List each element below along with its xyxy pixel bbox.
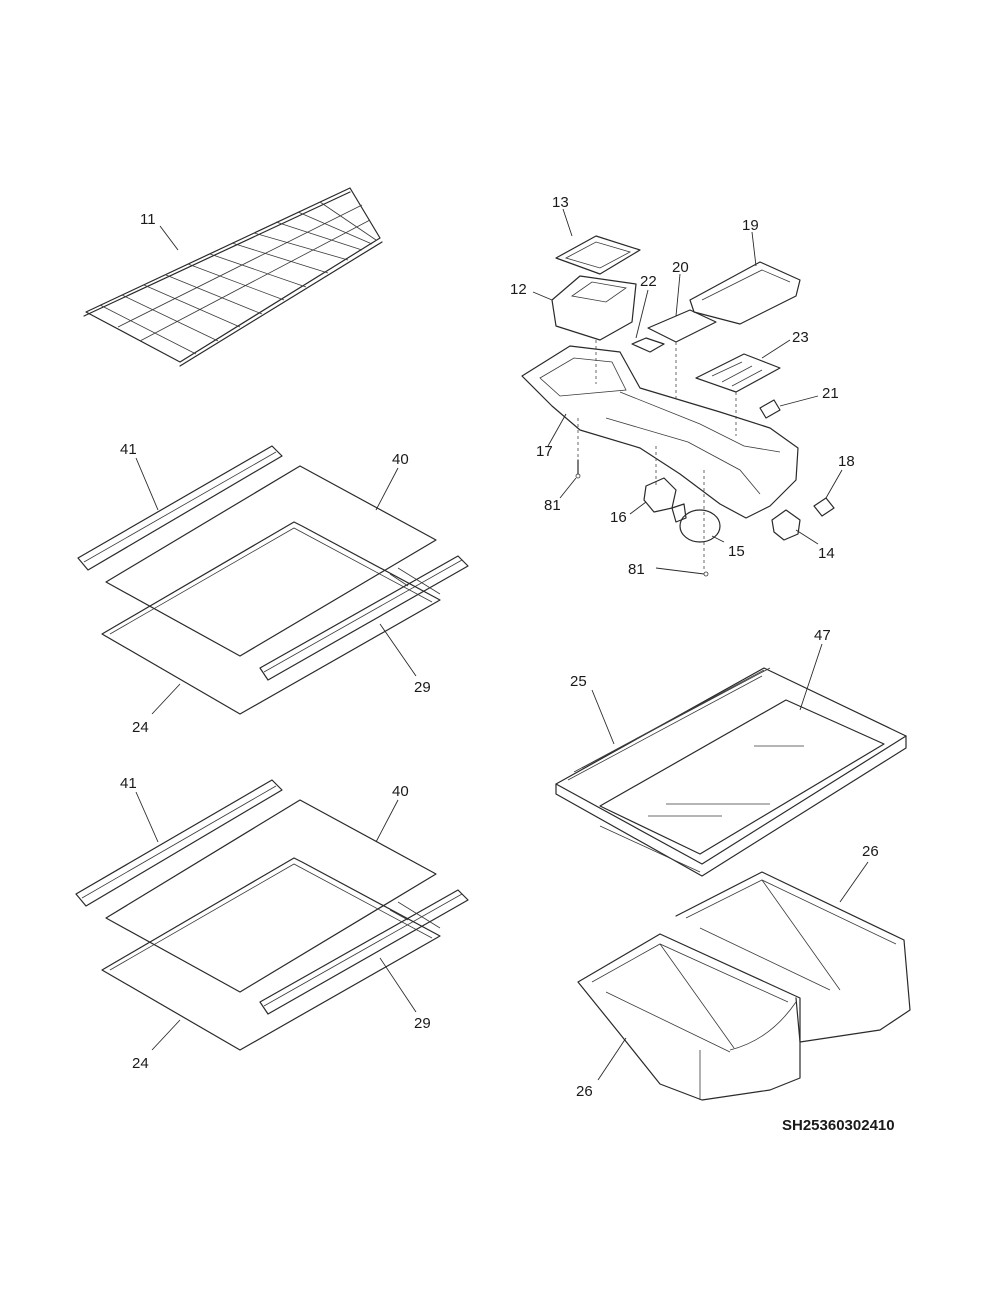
callout-40-upper: 40 [392,451,409,468]
callout-12: 12 [510,281,527,298]
callout-17: 17 [536,443,553,460]
callout-11: 11 [140,211,156,228]
callout-21: 21 [822,385,839,402]
callout-25: 25 [570,673,587,690]
light-bulb-part-15 [679,509,721,543]
crisper-cover-frame-part-25 [555,667,907,865]
gasket-part-13 [555,235,641,275]
callout-14: 14 [818,545,835,562]
part-22 [631,337,665,353]
shelf-frame-part-24-lower [101,857,441,1051]
control-housing-assembly: 13 12 22 20 19 23 21 17 [510,194,855,578]
callout-29-lower: 29 [414,1015,431,1032]
callout-41-upper: 41 [120,441,137,458]
callout-23: 23 [792,329,809,346]
crisper-glass-part-47 [599,699,885,855]
part-14 [771,509,801,541]
shelf-frame-part-24-upper [101,521,441,715]
socket-part-16 [643,477,677,513]
callout-24-lower: 24 [132,1055,149,1072]
callout-47: 47 [814,627,831,644]
wire-shelf-part-11: 11 [83,187,383,367]
front-trim-part-29-lower [259,889,469,1015]
filter-housing-part-12 [551,275,637,341]
cover-part-19 [689,261,801,325]
callout-15: 15 [728,543,745,560]
screw-part-81-lower [703,571,709,577]
glass-panel-part-40-lower [105,799,437,993]
callout-16: 16 [610,509,627,526]
callout-81-lower: 81 [628,561,645,578]
main-housing-part-17 [521,345,799,519]
glass-shelf-assembly-upper: 41 40 29 24 [77,441,469,736]
callout-81-upper: 81 [544,497,561,514]
callout-20: 20 [672,259,689,276]
glass-panel-part-40-upper [105,465,437,657]
callout-41-lower: 41 [120,775,137,792]
document-id: SH25360302410 [782,1117,895,1134]
callout-24-upper: 24 [132,719,149,736]
front-trim-part-29-upper [259,555,469,681]
callout-26-lower: 26 [576,1083,593,1100]
callout-22: 22 [640,273,657,290]
callout-13: 13 [552,194,569,211]
callout-19: 19 [742,217,759,234]
board-part-23 [695,353,781,393]
callout-26-upper: 26 [862,843,879,860]
callout-18: 18 [838,453,855,470]
clip-part-21 [759,399,781,419]
rear-trim-part-41-upper [77,445,283,571]
callout-40-lower: 40 [392,783,409,800]
crisper-drawers-part-26: 26 26 [576,843,911,1101]
glass-shelf-assembly-lower: 41 40 29 24 [75,775,469,1072]
part-18 [813,497,835,517]
crisper-cover-assembly: 25 47 [555,627,907,877]
callout-29-upper: 29 [414,679,431,696]
crisper-drawer-left [577,933,801,1101]
rear-trim-part-41-lower [75,779,283,907]
